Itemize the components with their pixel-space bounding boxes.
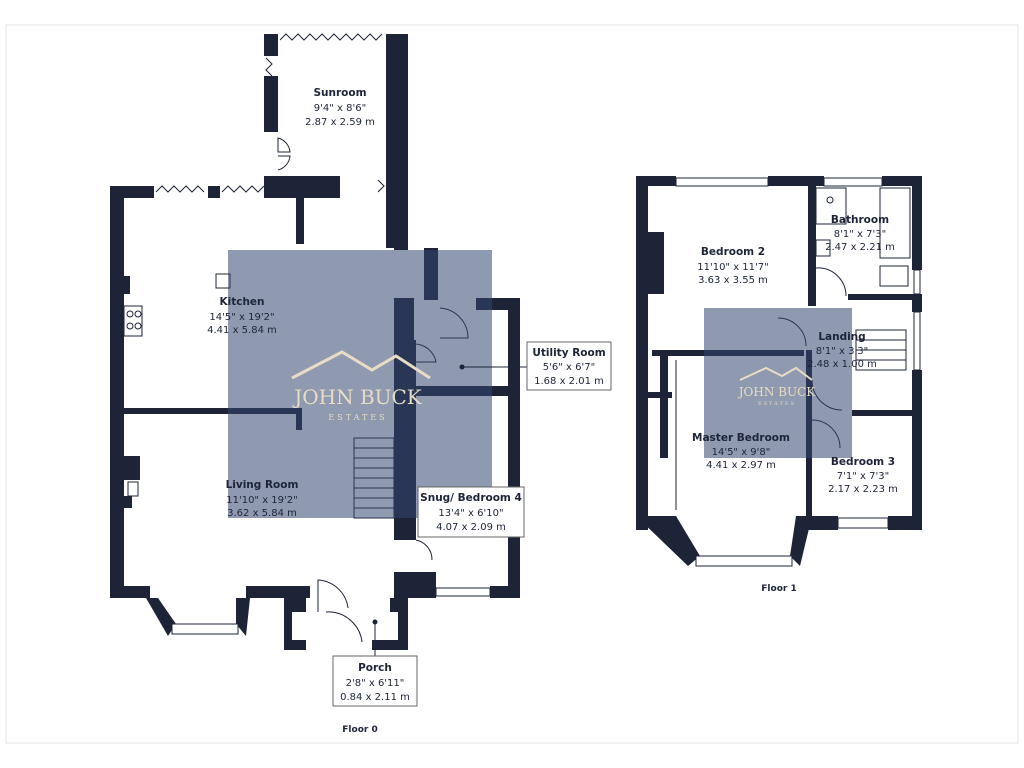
room-label-landing: Landing 8'1" x 3'3" 2.48 x 1.00 m: [807, 331, 877, 370]
room-label-bedroom-2: Bedroom 2 11'10" x 11'7" 3.63 x 3.55 m: [697, 246, 769, 286]
room-label-sunroom: Sunroom 9'4" x 8'6" 2.87 x 2.59 m: [305, 87, 375, 128]
floor-label-0: Floor 0: [342, 725, 377, 735]
svg-text:8'1" x 7'3": 8'1" x 7'3": [834, 229, 886, 240]
svg-text:9'4" x 8'6": 9'4" x 8'6": [314, 103, 366, 114]
svg-text:Master Bedroom: Master Bedroom: [692, 432, 790, 444]
svg-text:14'5" x 19'2": 14'5" x 19'2": [209, 312, 274, 323]
room-label-master-bedroom: Master Bedroom 14'5" x 9'8" 4.41 x 2.97 …: [692, 432, 790, 471]
brand-name-small: JOHN BUCK: [737, 385, 817, 399]
svg-text:13'4" x 6'10": 13'4" x 6'10": [438, 508, 503, 519]
svg-text:11'10" x 11'7": 11'10" x 11'7": [697, 262, 769, 273]
watermark-floor-1: JOHN BUCK ESTATES: [704, 308, 852, 458]
svg-text:4.07 x 2.09 m: 4.07 x 2.09 m: [436, 522, 506, 533]
brand-subtitle-small: ESTATES: [758, 401, 796, 407]
svg-text:3.63 x 3.55 m: 3.63 x 3.55 m: [698, 275, 768, 286]
room-label-bedroom-3: Bedroom 3 7'1" x 7'3" 2.17 x 2.23 m: [828, 456, 898, 495]
svg-text:2.48 x 1.00 m: 2.48 x 1.00 m: [807, 359, 877, 370]
svg-text:11'10" x 19'2": 11'10" x 19'2": [226, 495, 298, 506]
svg-text:Snug/ Bedroom 4: Snug/ Bedroom 4: [420, 492, 522, 504]
svg-text:Landing: Landing: [818, 331, 865, 343]
svg-text:2.87 x 2.59 m: 2.87 x 2.59 m: [305, 117, 375, 128]
brand-subtitle: ESTATES: [328, 413, 387, 422]
svg-text:1.68 x 2.01 m: 1.68 x 2.01 m: [534, 376, 604, 387]
room-label-utility-room: Utility Room 5'6" x 6'7" 1.68 x 2.01 m: [459, 341, 612, 391]
svg-text:Porch: Porch: [358, 662, 392, 674]
svg-text:Kitchen: Kitchen: [219, 296, 264, 308]
room-label-snug-bedroom-4: Snug/ Bedroom 4 13'4" x 6'10" 4.07 x 2.0…: [417, 486, 525, 538]
svg-text:2.47 x 2.21 m: 2.47 x 2.21 m: [825, 242, 895, 253]
svg-text:0.84 x 2.11 m: 0.84 x 2.11 m: [340, 692, 410, 703]
bath-icon: [879, 187, 911, 259]
svg-text:4.41 x 5.84 m: 4.41 x 5.84 m: [207, 325, 277, 336]
floor-label-1: Floor 1: [761, 584, 796, 594]
page-frame: [5, 24, 1019, 744]
svg-text:7'1" x 7'3": 7'1" x 7'3": [837, 471, 889, 482]
room-label-kitchen: Kitchen 14'5" x 19'2" 4.41 x 5.84 m: [207, 296, 277, 336]
svg-text:Bedroom 2: Bedroom 2: [701, 246, 765, 258]
svg-text:Sunroom: Sunroom: [313, 87, 366, 99]
basin-icon: [815, 239, 831, 257]
shower-icon: [815, 187, 847, 225]
svg-text:Utility Room: Utility Room: [532, 347, 605, 359]
svg-text:4.41 x 2.97 m: 4.41 x 2.97 m: [706, 460, 776, 471]
hob-icon: [123, 305, 143, 337]
svg-text:8'1" x 3'3": 8'1" x 3'3": [816, 346, 868, 357]
brand-name: JOHN BUCK: [292, 385, 423, 409]
room-label-porch: Porch 2'8" x 6'11" 0.84 x 2.11 m: [332, 619, 418, 707]
toilet-icon: [879, 265, 909, 287]
svg-text:5'6" x 6'7": 5'6" x 6'7": [543, 362, 595, 373]
sink-icon: [215, 273, 231, 289]
room-label-living-room: Living Room 11'10" x 19'2" 3.62 x 5.84 m: [226, 479, 299, 519]
svg-text:Living Room: Living Room: [226, 479, 299, 491]
svg-text:3.62 x 5.84 m: 3.62 x 5.84 m: [227, 508, 297, 519]
svg-text:2'8" x 6'11": 2'8" x 6'11": [346, 678, 405, 689]
svg-text:2.17 x 2.23 m: 2.17 x 2.23 m: [828, 484, 898, 495]
room-label-bathroom: Bathroom 8'1" x 7'3" 2.47 x 2.21 m: [825, 214, 895, 253]
watermark-floor-0: JOHN BUCK ESTATES: [228, 250, 492, 518]
svg-text:14'5" x 9'8": 14'5" x 9'8": [712, 447, 771, 458]
svg-text:Bathroom: Bathroom: [831, 214, 889, 226]
svg-text:Bedroom 3: Bedroom 3: [831, 456, 895, 468]
